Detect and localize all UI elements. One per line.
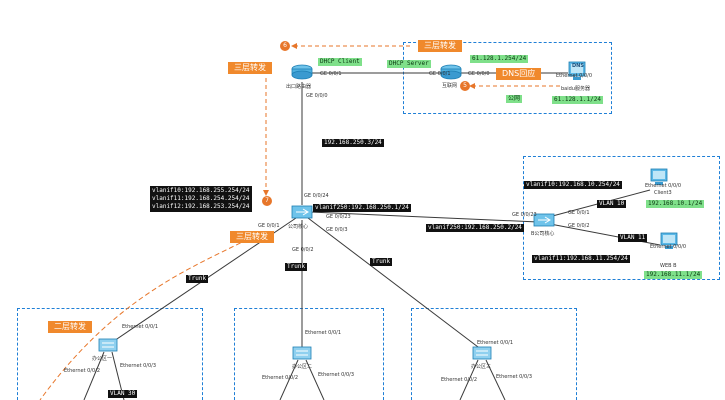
exit-uplink-ip-label: 192.168.250.3/24 <box>322 139 384 147</box>
office3-name: 办公区三 <box>471 364 492 370</box>
core-switch-name: 公司核心 <box>288 224 309 230</box>
port-core-g001: GE 0/0/1 <box>258 223 280 229</box>
link-core-office3 <box>307 217 483 351</box>
baidu-ip-label: 61.128.1.1/24 <box>552 96 603 104</box>
b-vlanif250-label: vlanif250:192.168.250.2/24 <box>426 224 524 232</box>
port-core-g002: GE 0/0/2 <box>292 247 314 253</box>
exit-router-name: 出口路由器 <box>286 84 312 90</box>
l2-forward-label: 二层转发 <box>48 321 92 333</box>
isp-ip-label: 61.128.1.254/24 <box>470 55 529 63</box>
core-switch-icon[interactable] <box>291 202 313 222</box>
port-core-g003: GE 0/0/3 <box>326 227 348 233</box>
l3-forward-label-left: 三层转发 <box>228 62 272 74</box>
office2-area <box>234 308 384 400</box>
link-o2-down1 <box>279 359 299 400</box>
web-b-name: WEB B <box>660 263 677 269</box>
l3-forward-label-top: 三层转发 <box>418 40 462 52</box>
port-webb-eth: Ethernet 0/0/0 <box>650 244 687 250</box>
public-net-area <box>403 42 612 114</box>
port-o1-eth3: Ethernet 0/0/3 <box>120 363 157 369</box>
b-vlanif11-label: vlanif11:192.168.11.254/24 <box>532 255 630 263</box>
port-o2-eth3: Ethernet 0/0/3 <box>318 372 355 378</box>
l3-forward-label-core: 三层转发 <box>230 231 274 243</box>
port-b-g002: GE 0/0/2 <box>568 223 590 229</box>
port-b-g023: GE 0/0/23 <box>512 212 537 218</box>
dhcp-server-label: DHCP Server <box>387 60 431 68</box>
web-b-ip-label: 192.168.11.1/24 <box>644 271 703 279</box>
port-o3-eth2: Ethernet 0/0/2 <box>441 377 478 383</box>
port-o2-eth2: Ethernet 0/0/2 <box>262 375 299 381</box>
baidu-server-icon[interactable] <box>567 61 587 83</box>
b-company-area <box>523 156 720 280</box>
core-vlanif250-label: vlanif250:192.168.250.1/24 <box>313 204 411 212</box>
port-o2-eth1: Ethernet 0/0/1 <box>305 330 342 336</box>
vlan10-label: VLAN 10 <box>597 200 627 208</box>
dns-tag-label: DNS <box>572 63 584 69</box>
port-baidu-eth: Ethernet 0/0/0 <box>556 73 593 79</box>
link-o1-down1 <box>83 351 105 400</box>
port-isp-g001: GE 0/0/1 <box>429 71 451 77</box>
office1-switch-icon[interactable] <box>98 336 118 354</box>
office3-switch-icon[interactable] <box>472 344 492 362</box>
office2-name: 办公区二 <box>292 364 313 370</box>
office1-area <box>17 308 203 400</box>
port-core-g024: GE 0/0/24 <box>304 193 329 199</box>
step-7-marker: 7 <box>262 196 272 206</box>
b-vlanif10-label: vlanif10:192.168.10.254/24 <box>524 181 622 189</box>
flow-l2-curve <box>39 231 263 400</box>
vlan30-label: VLAN 30 <box>108 390 138 398</box>
baidu-server-name: baidu服务器 <box>561 86 590 92</box>
port-o1-eth1: Ethernet 0/0/1 <box>122 324 159 330</box>
port-exit-g001: GE 0/0/1 <box>320 71 342 77</box>
port-b-g001: GE 0/0/1 <box>568 210 590 216</box>
link-o3-down1 <box>459 359 479 400</box>
office3-area <box>411 308 577 400</box>
exit-router-icon[interactable] <box>291 62 313 82</box>
trunk-label-3: Trunk <box>370 258 393 266</box>
client3-pc-icon[interactable] <box>650 168 668 188</box>
trunk-label-2: Trunk <box>285 263 308 271</box>
public-net-label: 公网 <box>506 95 523 103</box>
dhcp-client-label: DHCP Client <box>318 58 362 66</box>
web-b-server-icon[interactable] <box>660 232 678 252</box>
isp-router-icon[interactable] <box>440 62 462 82</box>
isp-router-name: 互联网 <box>442 83 458 89</box>
client3-ip-label: 192.168.10.1/24 <box>646 200 705 208</box>
trunk-label-1: Trunk <box>186 275 209 283</box>
port-exit-g000: GE 0/0/0 <box>306 93 328 99</box>
link-o2-down2 <box>305 359 325 400</box>
dns-reply-label: DNS回应 <box>496 68 542 80</box>
core-vlanif-label: vlanif10:192.168.255.254/24 vlanif11:192… <box>150 186 252 213</box>
port-o3-eth3: Ethernet 0/0/3 <box>496 374 533 380</box>
client3-name: Client3 <box>654 190 672 196</box>
office2-switch-icon[interactable] <box>292 344 312 362</box>
vlan11-label: VLAN 11 <box>618 234 648 242</box>
link-core-bcore <box>309 211 539 223</box>
port-o1-eth2: Ethernet 0/0/2 <box>64 368 101 374</box>
b-core-switch-icon[interactable] <box>533 210 555 230</box>
port-o3-eth1: Ethernet 0/0/1 <box>477 340 514 346</box>
port-isp-g000: GE 0/0/0 <box>468 71 490 77</box>
b-core-name: B公司核心 <box>531 231 555 237</box>
office1-name: 办公区一 <box>92 356 113 362</box>
port-client3-eth: Ethernet 0/0/0 <box>645 183 682 189</box>
port-core-g023: GE 0/0/23 <box>326 214 351 220</box>
step-6-marker: 6 <box>280 41 290 51</box>
step-5-marker: 5 <box>460 81 470 91</box>
link-o3-down2 <box>485 359 506 400</box>
